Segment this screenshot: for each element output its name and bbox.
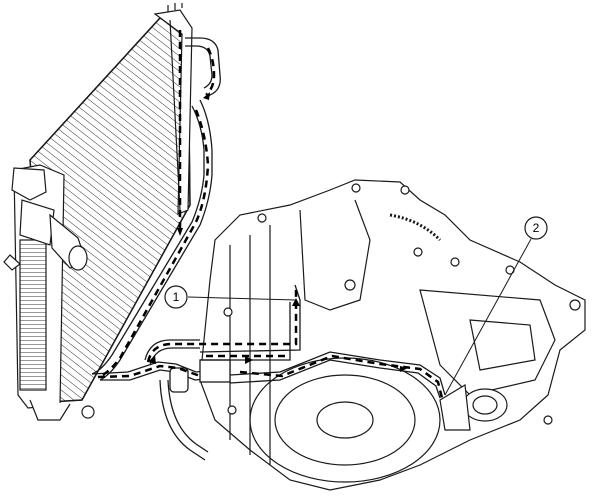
- radiator: [3, 3, 193, 421]
- cooler-lines: [91, 37, 446, 461]
- callout-2: 2: [444, 216, 548, 396]
- flow-arrowheads: [148, 92, 408, 372]
- callout-1-leader: [187, 296, 297, 301]
- callout-2-label: 2: [533, 221, 540, 235]
- callout-1: 1: [164, 285, 297, 309]
- callout-2-circle: [524, 216, 548, 240]
- fluid-flow-path: [97, 30, 444, 399]
- callout-2-leader: [444, 238, 532, 396]
- callout-1-circle: [164, 285, 188, 309]
- callout-1-label: 1: [173, 290, 180, 304]
- transmission-housing: [199, 179, 586, 491]
